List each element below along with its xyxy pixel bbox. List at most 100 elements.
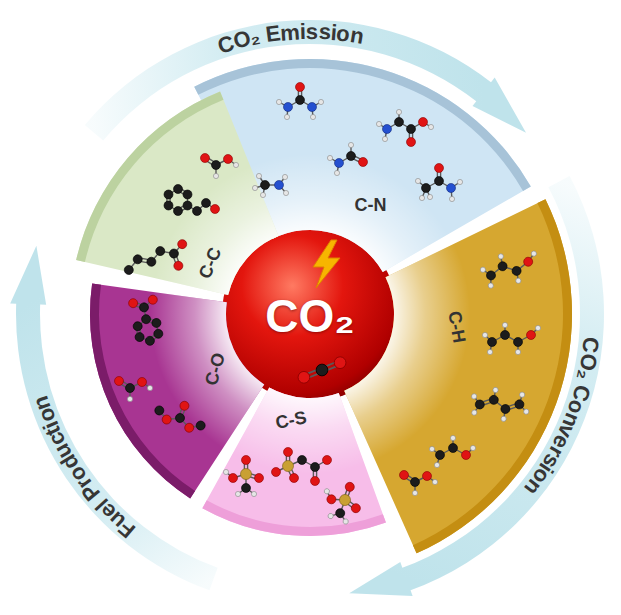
bond-line [490,266,504,275]
atom-ball [153,329,163,339]
atom-ball [164,190,173,199]
bond-line [139,326,141,337]
molecule-model [316,475,368,527]
bond-line [427,476,435,482]
atom-ball [514,338,523,347]
bond-line [325,491,334,499]
atom-ball [283,190,288,195]
wedge-rim [413,199,572,553]
bond-line [414,482,415,493]
atom-ball [164,201,173,210]
bond-line [440,448,453,455]
atom-ball [419,118,428,127]
bond-line [313,467,314,481]
atom-ball [146,256,158,268]
molecule-model [152,392,211,436]
bond-line [187,195,188,206]
bond-line [330,158,339,163]
bond-line [166,195,167,206]
ball-fill [222,226,398,402]
bond-line [149,251,163,262]
molecule-model [115,377,153,402]
atom-ball [515,278,521,284]
atom-ball [168,248,180,260]
bond-line [426,181,439,188]
bond-line [302,460,315,467]
atom-ball [489,395,499,405]
cycle-label: CO₂ Emission [210,16,373,61]
atom-ball [276,99,281,104]
bond-line [189,422,200,431]
bond-line [138,254,152,265]
bond-line [494,390,496,400]
atom-ball [422,184,431,193]
atom-ball [195,420,207,432]
label-letter: ₂ [574,368,598,382]
label-letter: E [265,23,282,47]
bond-line [179,188,189,193]
bond-line [126,259,140,270]
label-letter: C [578,336,602,354]
atom-ball [450,435,455,440]
bond-line [150,335,160,342]
bond-line [142,382,150,388]
atom-ball [519,392,525,398]
label-letter: o [65,462,91,486]
bond-line [480,399,494,408]
atom-ball [173,260,185,272]
atom-ball [324,488,331,495]
atom-ball [447,184,456,193]
atom-ball [308,103,317,112]
bond-line [387,122,399,129]
molecule-model [376,109,433,146]
label-letter [572,377,595,388]
bond-line [385,129,387,139]
atom-ball [256,173,261,178]
bond-line [188,206,198,212]
atom-ball [260,192,265,197]
bond-line [129,388,130,399]
bond-line [405,474,416,481]
bond-line [440,168,441,181]
wedge-rim [76,91,223,262]
bond-line [287,107,288,117]
bond-line [345,499,359,507]
bond-line [316,467,317,481]
label-letter: O [231,28,253,53]
bond-line [321,361,339,368]
bond-line [233,474,246,478]
atom-ball [176,238,188,250]
atom-ball [255,474,264,483]
bond-line [130,382,142,388]
wedge-rim [90,283,195,498]
label-letter: t [42,423,65,439]
label-letter: n [559,409,584,430]
bond-line [323,365,341,372]
bond-line [178,418,191,428]
label-letter: o [335,22,351,45]
atom-ball [134,332,144,342]
bond-line [226,472,233,478]
molecule-model [164,185,220,216]
atom-ball [449,444,458,453]
bond-line [134,300,145,308]
bond-line [504,409,506,419]
sector-wedge: C-H [342,197,574,556]
bond-line [517,271,519,281]
bond-line [422,188,426,198]
bond-line [350,157,362,163]
atom-ball [323,456,332,465]
cycle-label: Fuel Production [26,386,144,545]
bond-line [409,129,410,142]
atom-ball [310,114,315,119]
bond-line [331,496,345,504]
atom-ball [347,152,356,161]
atom-ball [457,179,462,184]
wedge-shape [74,89,281,298]
bond-line [279,177,285,185]
atom-ball [338,493,352,507]
bond-line [169,206,179,212]
label-letter: o [34,405,59,425]
